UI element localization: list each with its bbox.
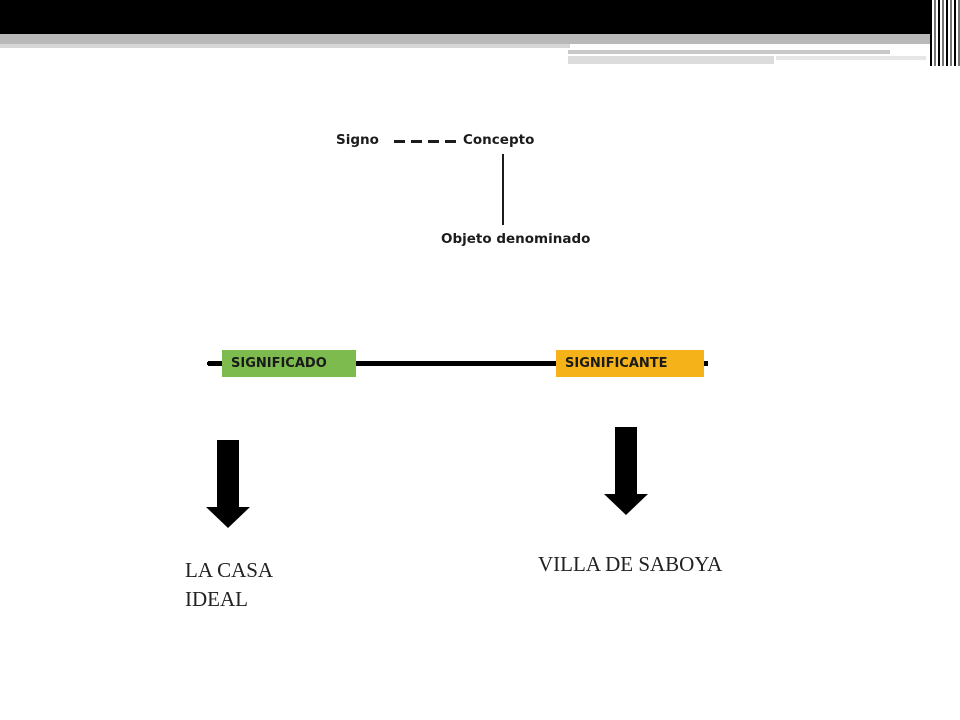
dash-connector [394, 140, 405, 143]
vertical-connector [502, 154, 504, 225]
example-la-casa-ideal: LA CASA IDEAL [185, 558, 272, 611]
header-black-bar [0, 0, 930, 34]
dash-connector [445, 140, 456, 143]
significante-box: SIGNIFICANTE [556, 350, 704, 377]
significado-box: SIGNIFICADO [222, 350, 356, 377]
dash-connector [411, 140, 422, 143]
header-gray-bar [568, 50, 890, 54]
down-arrow-icon [206, 440, 250, 528]
header-gray-bar [568, 56, 774, 64]
line-end-tick [703, 362, 706, 365]
header-gray-bar [0, 34, 930, 44]
label-objeto-denominado: Objeto denominado [441, 231, 591, 247]
relation-line [208, 361, 708, 366]
dash-connector [428, 140, 439, 143]
label-concepto: Concepto [463, 132, 535, 148]
header-gray-bar [0, 44, 570, 48]
down-arrow-icon [604, 427, 648, 515]
line-end-tick [207, 362, 210, 365]
label-signo: Signo [336, 132, 379, 148]
header-stripes [930, 0, 960, 66]
header-gray-bar [776, 56, 926, 60]
example-villa-de-saboya: VILLA DE SABOYA [538, 552, 723, 576]
